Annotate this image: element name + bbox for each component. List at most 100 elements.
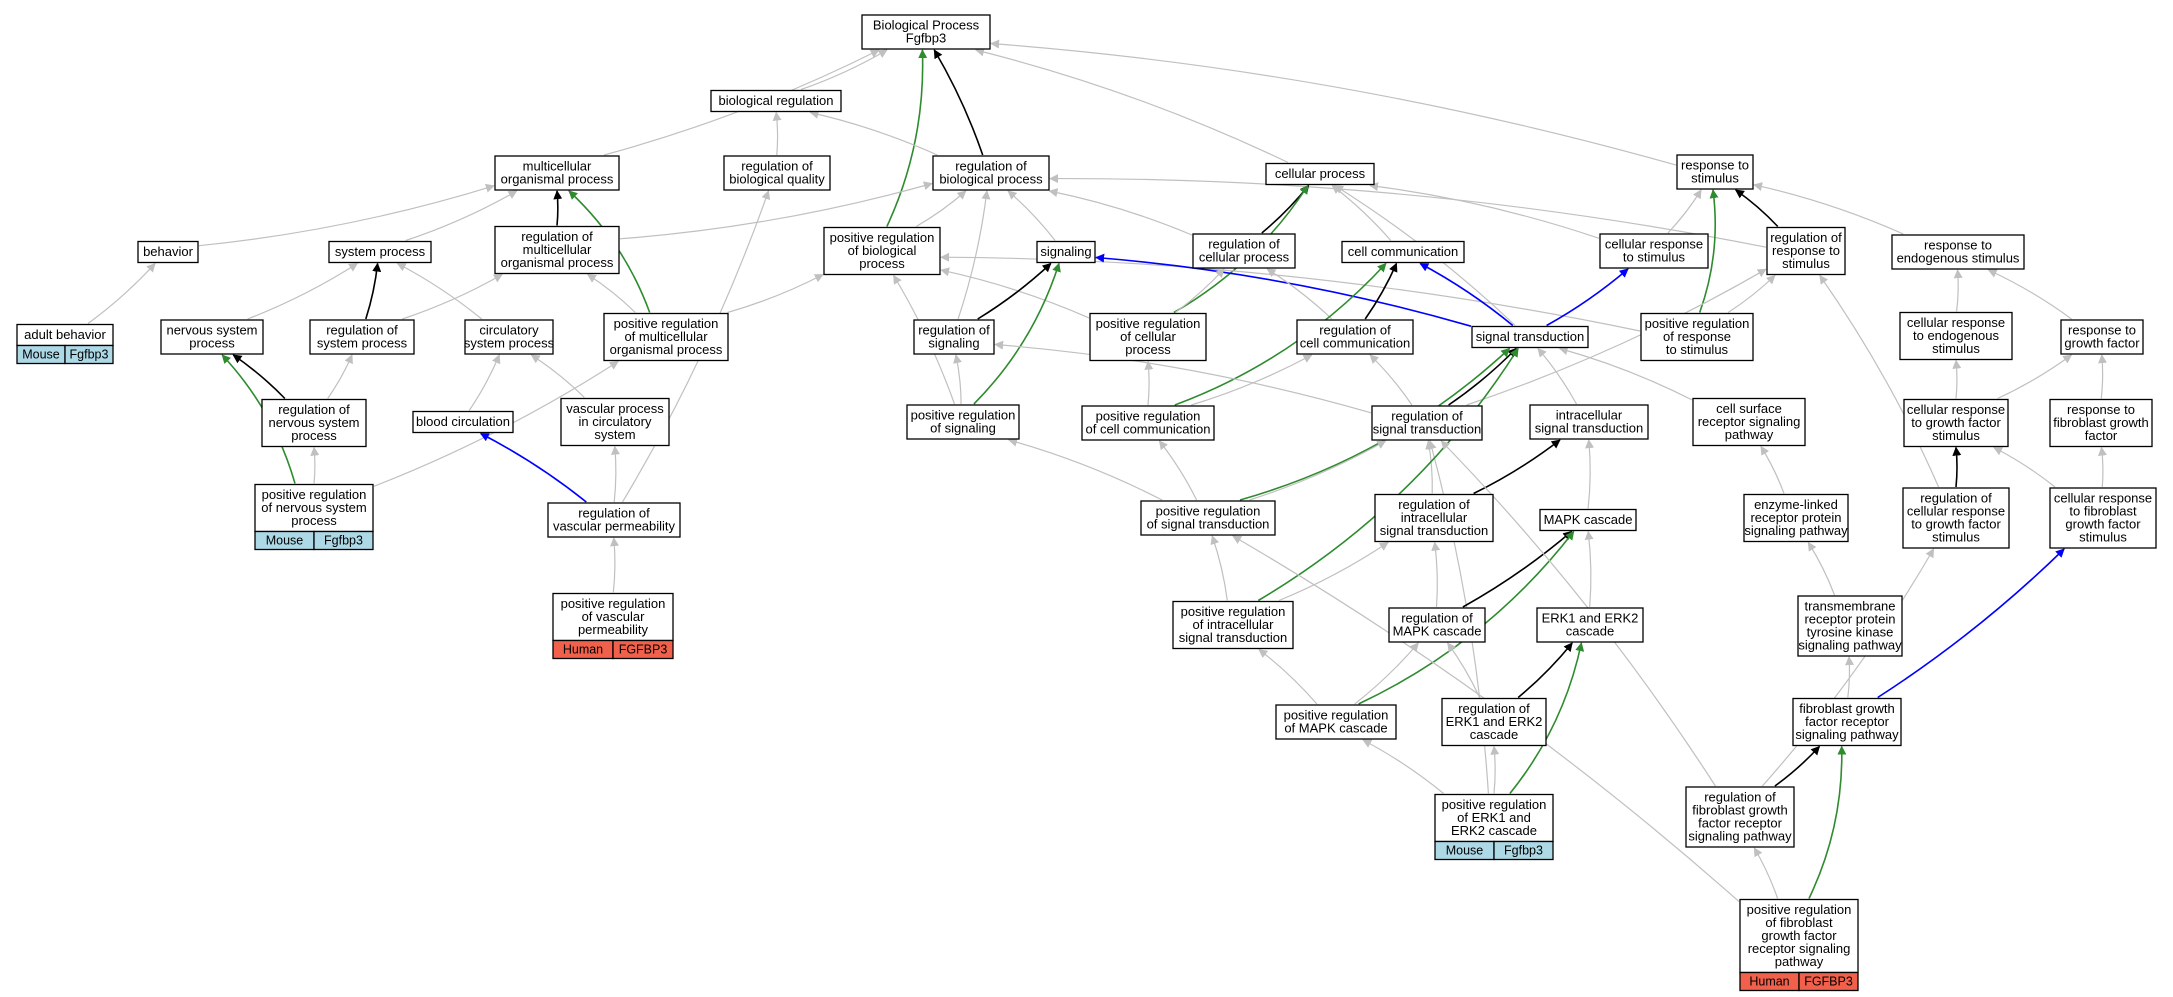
edge-regsigtrans-to-regresp [1466,268,1767,406]
node-label-line: regulation of [1458,701,1530,716]
node-signaling[interactable]: signaling [1036,240,1096,264]
edge-posregnerv-to-regnerv [310,446,320,484]
edge-nervsys-to-sysproc [247,262,359,320]
edge-enzyme-to-cellsurf [1760,445,1785,494]
node-label-line: response to [1681,158,1749,173]
node-box [160,319,264,355]
edge-posregcellcomm-to-regcellcomm [1191,354,1313,406]
node-label-line: fibroblast growth [1799,701,1894,716]
edge-adultbeh-to-behavior [87,262,156,324]
edge-posregcell-to-posregbp [940,267,1090,319]
edge-circsys-to-sysproc [396,262,483,320]
node-label-line: process [291,428,337,443]
edge-posregintra-to-regintra [1278,542,1389,602]
node-mapk[interactable]: MAPK cascade [1539,508,1637,532]
node-label-line: signaling [928,336,979,351]
edge-posregfgfr-to-regfgfr [1753,847,1779,899]
node-label-line: of cell communication [1086,422,1211,437]
node-label-line: pathway [1725,427,1774,442]
annotation-gene-cell [64,344,114,365]
node-label-line: signal transduction [1535,421,1643,436]
node-bioreg[interactable]: biological regulation [710,89,842,113]
node-label-line: receptor signaling [1748,941,1851,956]
edge-sigtrans-to-cellcomm [1419,262,1514,327]
node-box [547,502,681,538]
node-label-line: regulation of [1319,323,1391,338]
node-label-line: regulation of [278,402,350,417]
edge-posregerk-to-regerk [1490,745,1500,794]
node-cellcomm[interactable]: cell communication [1341,240,1465,264]
annotation-organism-label: Human [1749,975,1789,989]
node-label-line: pathway [1775,954,1824,969]
node-sigtrans[interactable]: signal transduction [1471,325,1589,349]
node-cellproc[interactable]: cellular process [1265,162,1375,186]
node-box [1797,595,1903,657]
node-box [1891,234,2025,270]
node-box [1692,397,1806,447]
node-label-line: of MAPK cascade [1284,721,1387,736]
node-behavior[interactable]: behavior [137,240,199,264]
edge-posregmulti-to-regmulti [586,273,636,313]
edge-posregbp-to-bp [886,49,928,227]
annotation-gene-label: Fgfbp3 [70,348,109,362]
node-bloodcirc[interactable]: blood circulation [412,410,514,434]
node-label-line: positive regulation [911,408,1016,423]
node-label-line: response to [1772,243,1840,258]
edge-bioreg-to-bp [800,49,888,91]
node-box [1766,226,1846,276]
node-sysproc[interactable]: system process [328,240,432,264]
node-label-line: stimulus [1932,428,1980,443]
node-box [560,397,670,447]
node-label-line: of nervous system [261,500,367,515]
